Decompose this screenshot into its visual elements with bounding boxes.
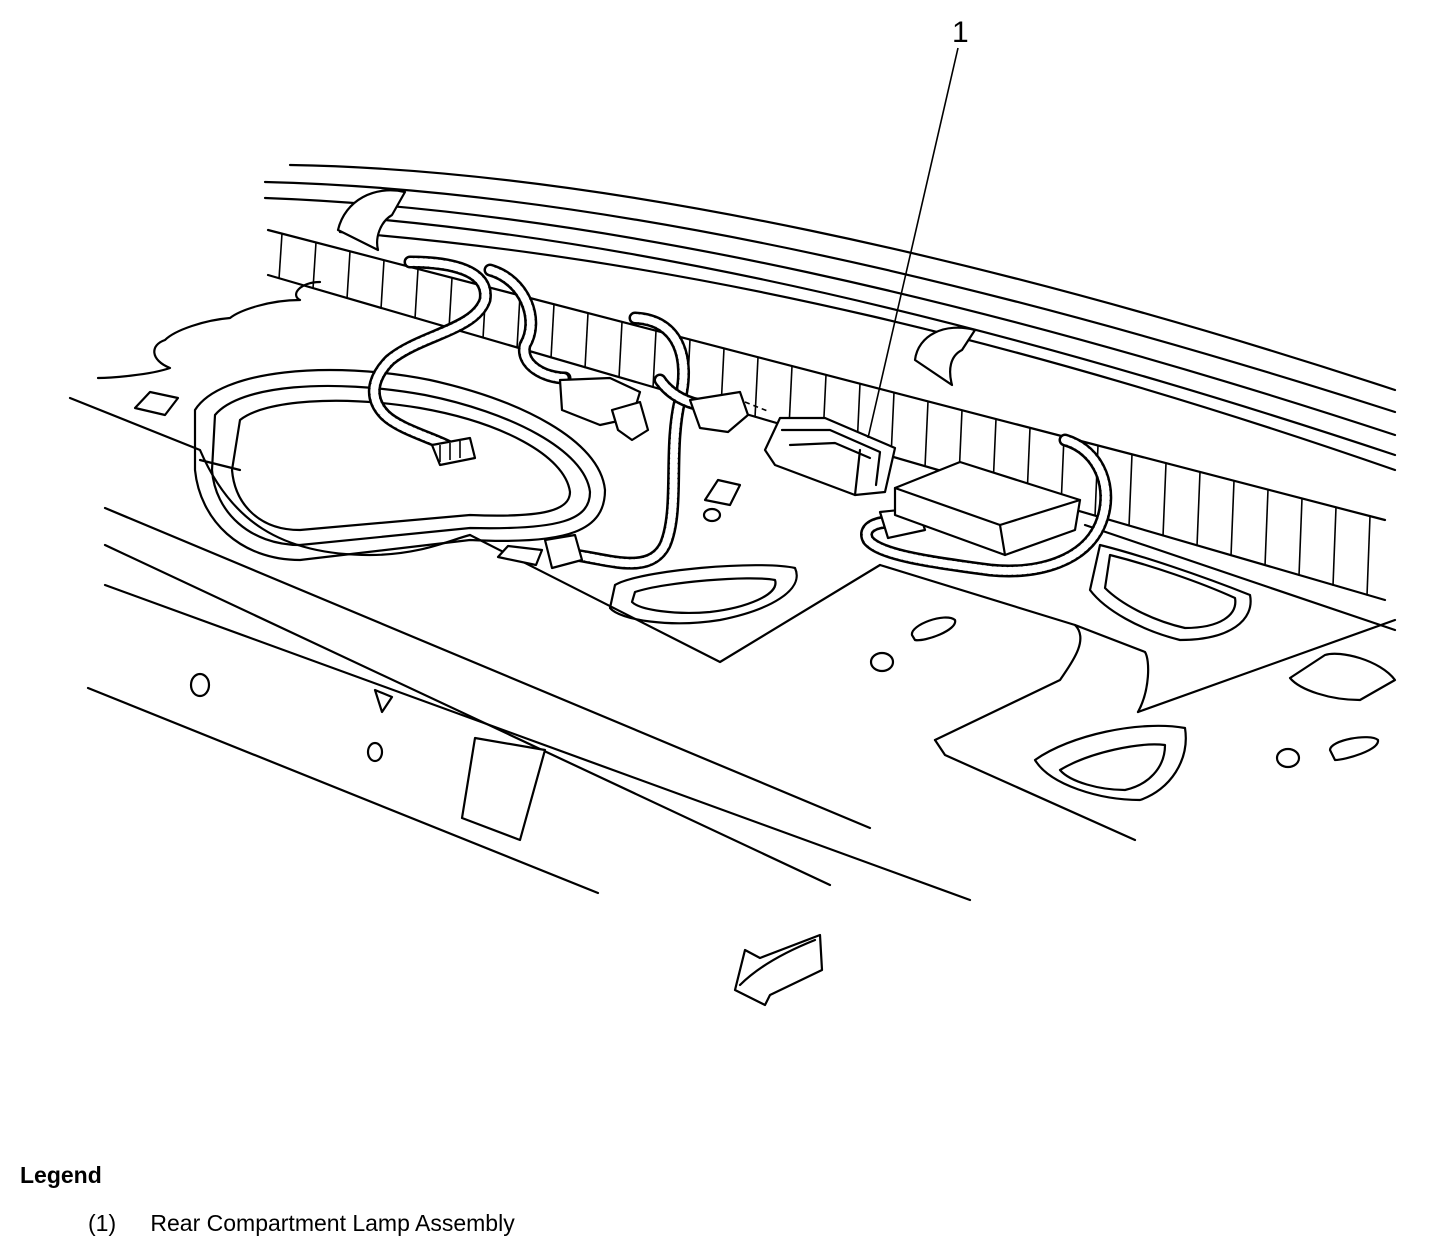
grille-slat — [619, 322, 622, 378]
rear-compartment-lamp-assembly — [765, 418, 895, 495]
legend: Legend (1) Rear Compartment Lamp Assembl… — [20, 1160, 920, 1238]
grille-slat — [1299, 498, 1302, 575]
grille-slat — [1197, 472, 1200, 546]
legend-item: (1) Rear Compartment Lamp Assembly — [20, 1208, 920, 1238]
grille-slat — [1367, 516, 1370, 596]
grille-slat — [1129, 454, 1132, 526]
grille-slat — [381, 260, 384, 309]
grille-slat — [449, 278, 452, 329]
connector-1 — [432, 438, 475, 465]
grille-slat — [755, 357, 758, 417]
grille-slat — [551, 304, 554, 358]
fastener — [612, 402, 648, 440]
callout-1-leader — [868, 48, 958, 438]
connector-4 — [545, 535, 582, 568]
legend-title: Legend — [20, 1162, 102, 1188]
grille-slat — [1231, 481, 1234, 556]
legend-item-label: Rear Compartment Lamp Assembly — [150, 1210, 515, 1236]
rear-window-trim — [265, 165, 1395, 470]
grille-slat — [1265, 490, 1268, 566]
rear-shelf-panel — [70, 282, 1395, 900]
grille-slat — [925, 401, 928, 467]
grille-slats — [279, 234, 1370, 596]
grille-slat — [585, 313, 588, 368]
slotted-cutouts — [610, 545, 1251, 800]
vehicle-front-arrow — [735, 935, 822, 1005]
shelf-tab — [135, 392, 178, 415]
grille-slat — [517, 295, 520, 348]
panel-details — [191, 480, 1395, 767]
callout-1-number: 1 — [952, 16, 969, 49]
grille-slat — [313, 242, 316, 289]
grille-slat — [653, 331, 656, 388]
speaker-opening — [195, 370, 605, 560]
control-module — [895, 462, 1080, 555]
retainer-clip-left — [338, 190, 405, 250]
grille-slat — [415, 269, 418, 319]
wiring-harness — [374, 262, 1105, 571]
grille-slat — [347, 251, 350, 299]
retainer-clip-right — [915, 328, 975, 385]
grille-slat — [279, 234, 282, 279]
rear-compartment-diagram: 1 — [0, 16, 1456, 1150]
grille-slat — [1333, 507, 1336, 585]
legend-item-number: (1) — [88, 1210, 117, 1236]
panel-bracket — [462, 738, 545, 840]
connector-3 — [690, 392, 748, 432]
grille-slat — [1163, 463, 1166, 536]
